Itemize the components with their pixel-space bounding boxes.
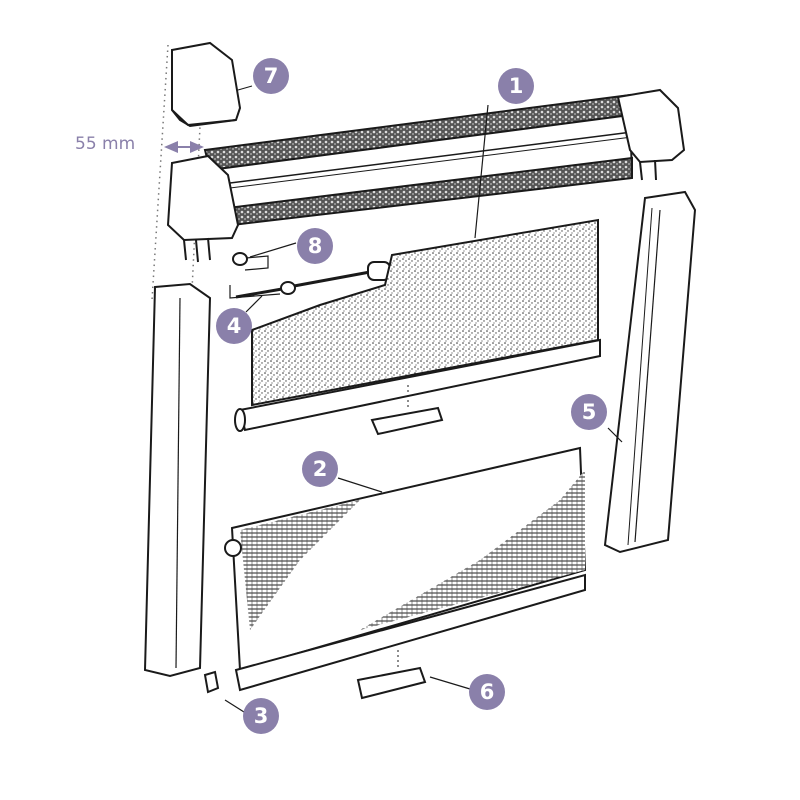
spring-cap-part [232, 242, 297, 271]
tension-rod-part [229, 261, 391, 313]
callout-badge-5: 5 [571, 394, 607, 430]
callout-badge-1: 1 [498, 68, 534, 104]
pleated-blind-part [234, 104, 601, 436]
callout-badge-2: 2 [302, 451, 338, 487]
leader-lines [224, 676, 471, 713]
callout-badge-4: 4 [216, 308, 252, 344]
callout-badge-7: 7 [253, 58, 289, 94]
insect-screen-part [224, 446, 587, 700]
side-rail-left [143, 282, 220, 694]
headrail-part [166, 88, 686, 263]
callout-badge-6: 6 [469, 674, 505, 710]
dimension-arrow [164, 141, 204, 153]
callout-badge-8: 8 [297, 228, 333, 264]
dimension-guides [151, 44, 205, 301]
side-rail-right [603, 190, 697, 554]
end-cap-part [171, 41, 253, 128]
callout-badge-3: 3 [243, 698, 279, 734]
dimension-label: 55 mm [75, 134, 136, 154]
